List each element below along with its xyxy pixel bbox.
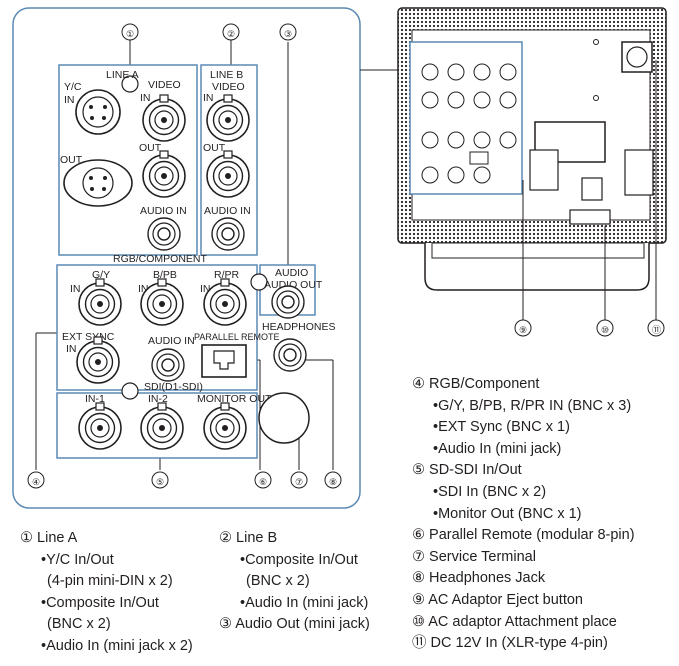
legend-yc-detail: (4-pin mini-DIN x 2) [47, 573, 173, 590]
audio-out-jack [271, 285, 305, 319]
svg-text:AUDIO OUT: AUDIO OUT [264, 279, 323, 291]
line-a-audio-in-jack [147, 217, 181, 251]
svg-text:IN: IN [203, 92, 214, 104]
legend-ac-attach: ⑩ AC adaptor Attachment place [412, 613, 617, 630]
svg-text:⑩: ⑩ [601, 325, 609, 335]
svg-text:IN: IN [70, 283, 81, 295]
legend-yc: Y/C In/Out [20, 550, 193, 572]
svg-text:MONITOR OUT: MONITOR OUT [197, 393, 272, 405]
legend-sdi: ⑤ SD-SDI In/Out [412, 462, 522, 479]
legend-rgb-audio: Audio In (mini jack) [412, 439, 635, 461]
legend-composite: Composite In/Out [20, 593, 193, 615]
svg-text:B/PB: B/PB [153, 269, 177, 281]
svg-text:RGB/COMPONENT: RGB/COMPONENT [113, 253, 208, 265]
legend-composite-b: Composite In/Out [219, 550, 370, 572]
svg-text:④: ④ [32, 477, 40, 487]
svg-text:⑥: ⑥ [259, 477, 267, 487]
svg-text:G/Y: G/Y [92, 269, 110, 281]
svg-text:IN: IN [140, 92, 151, 104]
svg-text:OUT: OUT [203, 142, 226, 154]
svg-text:IN: IN [66, 343, 77, 355]
svg-text:HEADPHONES: HEADPHONES [262, 321, 336, 333]
legend-headphones: ⑧ Headphones Jack [412, 570, 546, 587]
svg-text:SDI(D1-SDI): SDI(D1-SDI) [144, 381, 203, 393]
line-b-audio-in-jack [211, 217, 245, 251]
svg-text:LINE A: LINE A [106, 69, 139, 81]
svg-text:IN: IN [200, 283, 211, 295]
svg-text:PARALLEL REMOTE: PARALLEL REMOTE [194, 332, 280, 342]
legend-sdi-in: SDI In (BNC x 2) [412, 482, 635, 504]
svg-text:Y/C: Y/C [64, 81, 82, 93]
parallel-remote-connector [201, 344, 247, 378]
legend-monitor-out: Monitor Out (BNC x 1) [412, 504, 635, 526]
svg-text:⑤: ⑤ [156, 477, 164, 487]
svg-text:⑦: ⑦ [295, 477, 303, 487]
headphones-jack [273, 338, 307, 372]
legend-line-b: ② Line B [219, 530, 278, 546]
svg-text:OUT: OUT [139, 142, 162, 154]
svg-text:IN-1: IN-1 [85, 393, 105, 405]
legend-mid: ② Line B Composite In/Out (BNC x 2) Audi… [219, 528, 370, 636]
svg-text:⑨: ⑨ [519, 325, 527, 335]
svg-text:R/PR: R/PR [214, 269, 240, 281]
svg-text:⑪: ⑪ [652, 325, 661, 335]
svg-text:⑧: ⑧ [329, 477, 337, 487]
legend-left: ① Line A Y/C In/Out (4-pin mini-DIN x 2)… [20, 528, 193, 658]
legend-rgb: ④ RGB/Component [412, 376, 540, 392]
svg-text:LINE B: LINE B [210, 69, 243, 81]
legend-dc-in: ⑪ DC 12V In (XLR-type 4-pin) [412, 635, 608, 652]
yc-in-connector [75, 89, 121, 135]
svg-text:②: ② [227, 29, 235, 39]
svg-text:IN-2: IN-2 [148, 393, 168, 405]
service-terminal [258, 392, 310, 444]
legend-right: ④ RGB/Component G/Y, B/PB, R/PR IN (BNC … [412, 374, 635, 655]
svg-text:③: ③ [284, 29, 292, 39]
legend-audio-out: ③ Audio Out (mini jack) [219, 616, 370, 633]
svg-text:EXT SYNC: EXT SYNC [62, 331, 115, 343]
legend-rgb-bnc: G/Y, B/PB, R/PR IN (BNC x 3) [412, 396, 635, 418]
rgb-audio-in-jack [151, 348, 185, 382]
legend-composite-detail: (BNC x 2) [47, 616, 111, 633]
svg-text:AUDIO IN: AUDIO IN [204, 205, 251, 217]
legend-service-terminal: ⑦ Service Terminal [412, 548, 536, 565]
rear-device-view: ⑨ ⑩ ⑪ [397, 7, 667, 337]
legend-audio-in-b: Audio In (mini jack) [219, 593, 370, 615]
yc-out-connector [63, 159, 133, 207]
legend-ext-sync: EXT Sync (BNC x 1) [412, 417, 635, 439]
legend-line-a: ① Line A [20, 530, 78, 546]
svg-text:VIDEO: VIDEO [212, 81, 245, 93]
svg-text:OUT: OUT [60, 154, 83, 166]
svg-text:AUDIO IN: AUDIO IN [148, 335, 195, 347]
svg-text:AUDIO: AUDIO [275, 267, 308, 279]
legend-composite-b-detail: (BNC x 2) [246, 573, 310, 590]
legend-audio-in: Audio In (mini jack x 2) [20, 636, 193, 658]
legend-ac-eject: ⑨ AC Adaptor Eject button [412, 591, 583, 608]
svg-text:VIDEO: VIDEO [148, 79, 181, 91]
svg-text:①: ① [126, 29, 134, 39]
svg-text:AUDIO IN: AUDIO IN [140, 205, 187, 217]
svg-text:IN: IN [64, 94, 75, 106]
svg-text:IN: IN [138, 283, 149, 295]
legend-parallel-remote: ⑥ Parallel Remote (modular 8-pin) [412, 527, 635, 544]
